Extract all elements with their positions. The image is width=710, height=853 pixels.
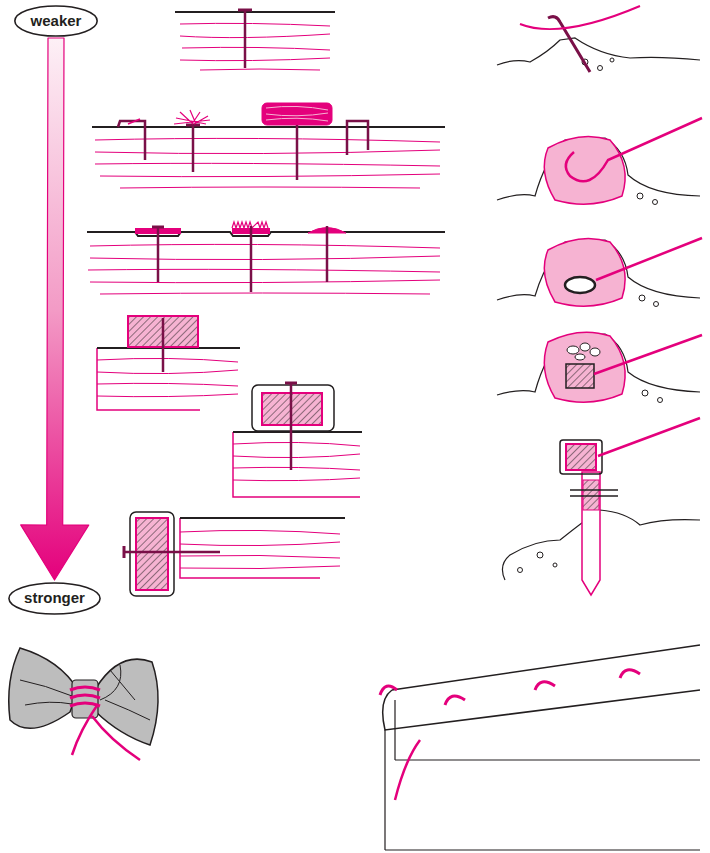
batten-anchor <box>97 348 200 410</box>
scale-end-ellipse: weaker <box>14 5 98 37</box>
nail-washers <box>88 244 440 294</box>
pin-anchor <box>497 38 700 65</box>
deadman-block <box>575 354 585 360</box>
tarp-edge <box>392 645 700 690</box>
nail-variants <box>92 103 445 188</box>
pin-anchor <box>520 6 640 29</box>
deadman-block <box>658 398 663 403</box>
nail-washers <box>157 227 160 282</box>
stake-anchor <box>570 489 618 491</box>
scale-label: stronger <box>24 590 85 607</box>
tarp-edge <box>535 682 555 690</box>
deadman-block <box>566 364 594 388</box>
tarp-edge <box>380 686 397 695</box>
scale-label: weaker <box>31 13 82 30</box>
nail-variants <box>296 125 299 180</box>
deadman-block <box>497 332 702 402</box>
pin-anchor <box>598 66 603 71</box>
batten-anchor <box>97 316 240 410</box>
side-batten <box>124 551 220 554</box>
side-batten <box>136 518 168 590</box>
tarp-edge <box>385 700 700 850</box>
stake-anchor <box>553 563 557 567</box>
stake-anchor <box>502 418 700 595</box>
side-batten <box>180 518 320 578</box>
deadman-block <box>567 346 579 354</box>
deadman-block <box>594 335 702 374</box>
deadman-knot <box>544 136 625 204</box>
deadman-ring <box>565 277 595 293</box>
tarp-edge <box>383 690 700 730</box>
side-batten <box>180 530 340 568</box>
stake-anchor <box>518 568 523 573</box>
stake-anchor <box>583 480 599 510</box>
plain-nail <box>244 10 247 68</box>
wrapped-batten <box>233 432 360 497</box>
side-batten <box>180 517 345 519</box>
deadman-knot <box>566 118 702 181</box>
nail-variants <box>262 103 332 125</box>
nail-variants <box>118 121 145 160</box>
pin-anchor <box>610 58 614 62</box>
batten-anchor <box>162 318 165 372</box>
gradient-arrow <box>21 38 89 580</box>
nail-washers <box>250 226 253 292</box>
deadman-block <box>642 390 648 396</box>
plain-nail <box>180 23 330 70</box>
tarp-bundle <box>70 687 100 706</box>
tarp-edge <box>445 696 465 705</box>
nail-variants <box>192 125 195 172</box>
deadman-knot <box>497 118 702 205</box>
deadman-knot <box>653 200 658 205</box>
stake-anchor <box>598 418 700 456</box>
nail-washers <box>87 222 445 294</box>
side-batten <box>130 512 174 596</box>
deadman-block <box>590 348 600 356</box>
plain-nail <box>175 11 335 13</box>
deadman-ring <box>654 302 659 307</box>
nail-variants <box>128 119 140 124</box>
tarp-bundle <box>72 704 140 760</box>
batten-anchor <box>97 358 238 396</box>
pin-anchor <box>497 6 700 72</box>
deadman-block <box>580 343 590 351</box>
stake-anchor <box>560 440 602 474</box>
wrapped-batten <box>233 383 362 497</box>
wrapped-batten <box>233 442 360 480</box>
stake-anchor <box>570 495 618 497</box>
nail-washers <box>326 226 329 282</box>
stake-anchor <box>502 510 700 580</box>
wrapped-batten <box>252 385 334 431</box>
scale-end-ellipse: stronger <box>8 582 101 615</box>
deadman-ring <box>596 238 702 280</box>
tarp-edge <box>620 670 640 678</box>
nail-variants <box>347 121 368 155</box>
stake-anchor <box>566 444 596 470</box>
ellipse-outline <box>9 583 100 614</box>
nail-variants <box>266 106 328 121</box>
tarp-bundle <box>20 665 150 720</box>
plain-nail <box>175 10 335 70</box>
nail-variants <box>95 138 440 188</box>
tarp-bundle <box>9 648 78 728</box>
tarp-edge <box>380 645 700 850</box>
stake-anchor <box>537 552 543 558</box>
deadman-ring <box>639 295 645 301</box>
nail-variants <box>174 110 210 124</box>
wrapped-batten <box>290 383 293 470</box>
tarp-bundle <box>9 648 158 760</box>
deadman-ring <box>497 238 702 307</box>
deadman-knot <box>637 193 643 199</box>
ellipse-outline <box>15 6 97 36</box>
tarp-edge <box>395 740 420 800</box>
side-batten <box>124 512 345 596</box>
